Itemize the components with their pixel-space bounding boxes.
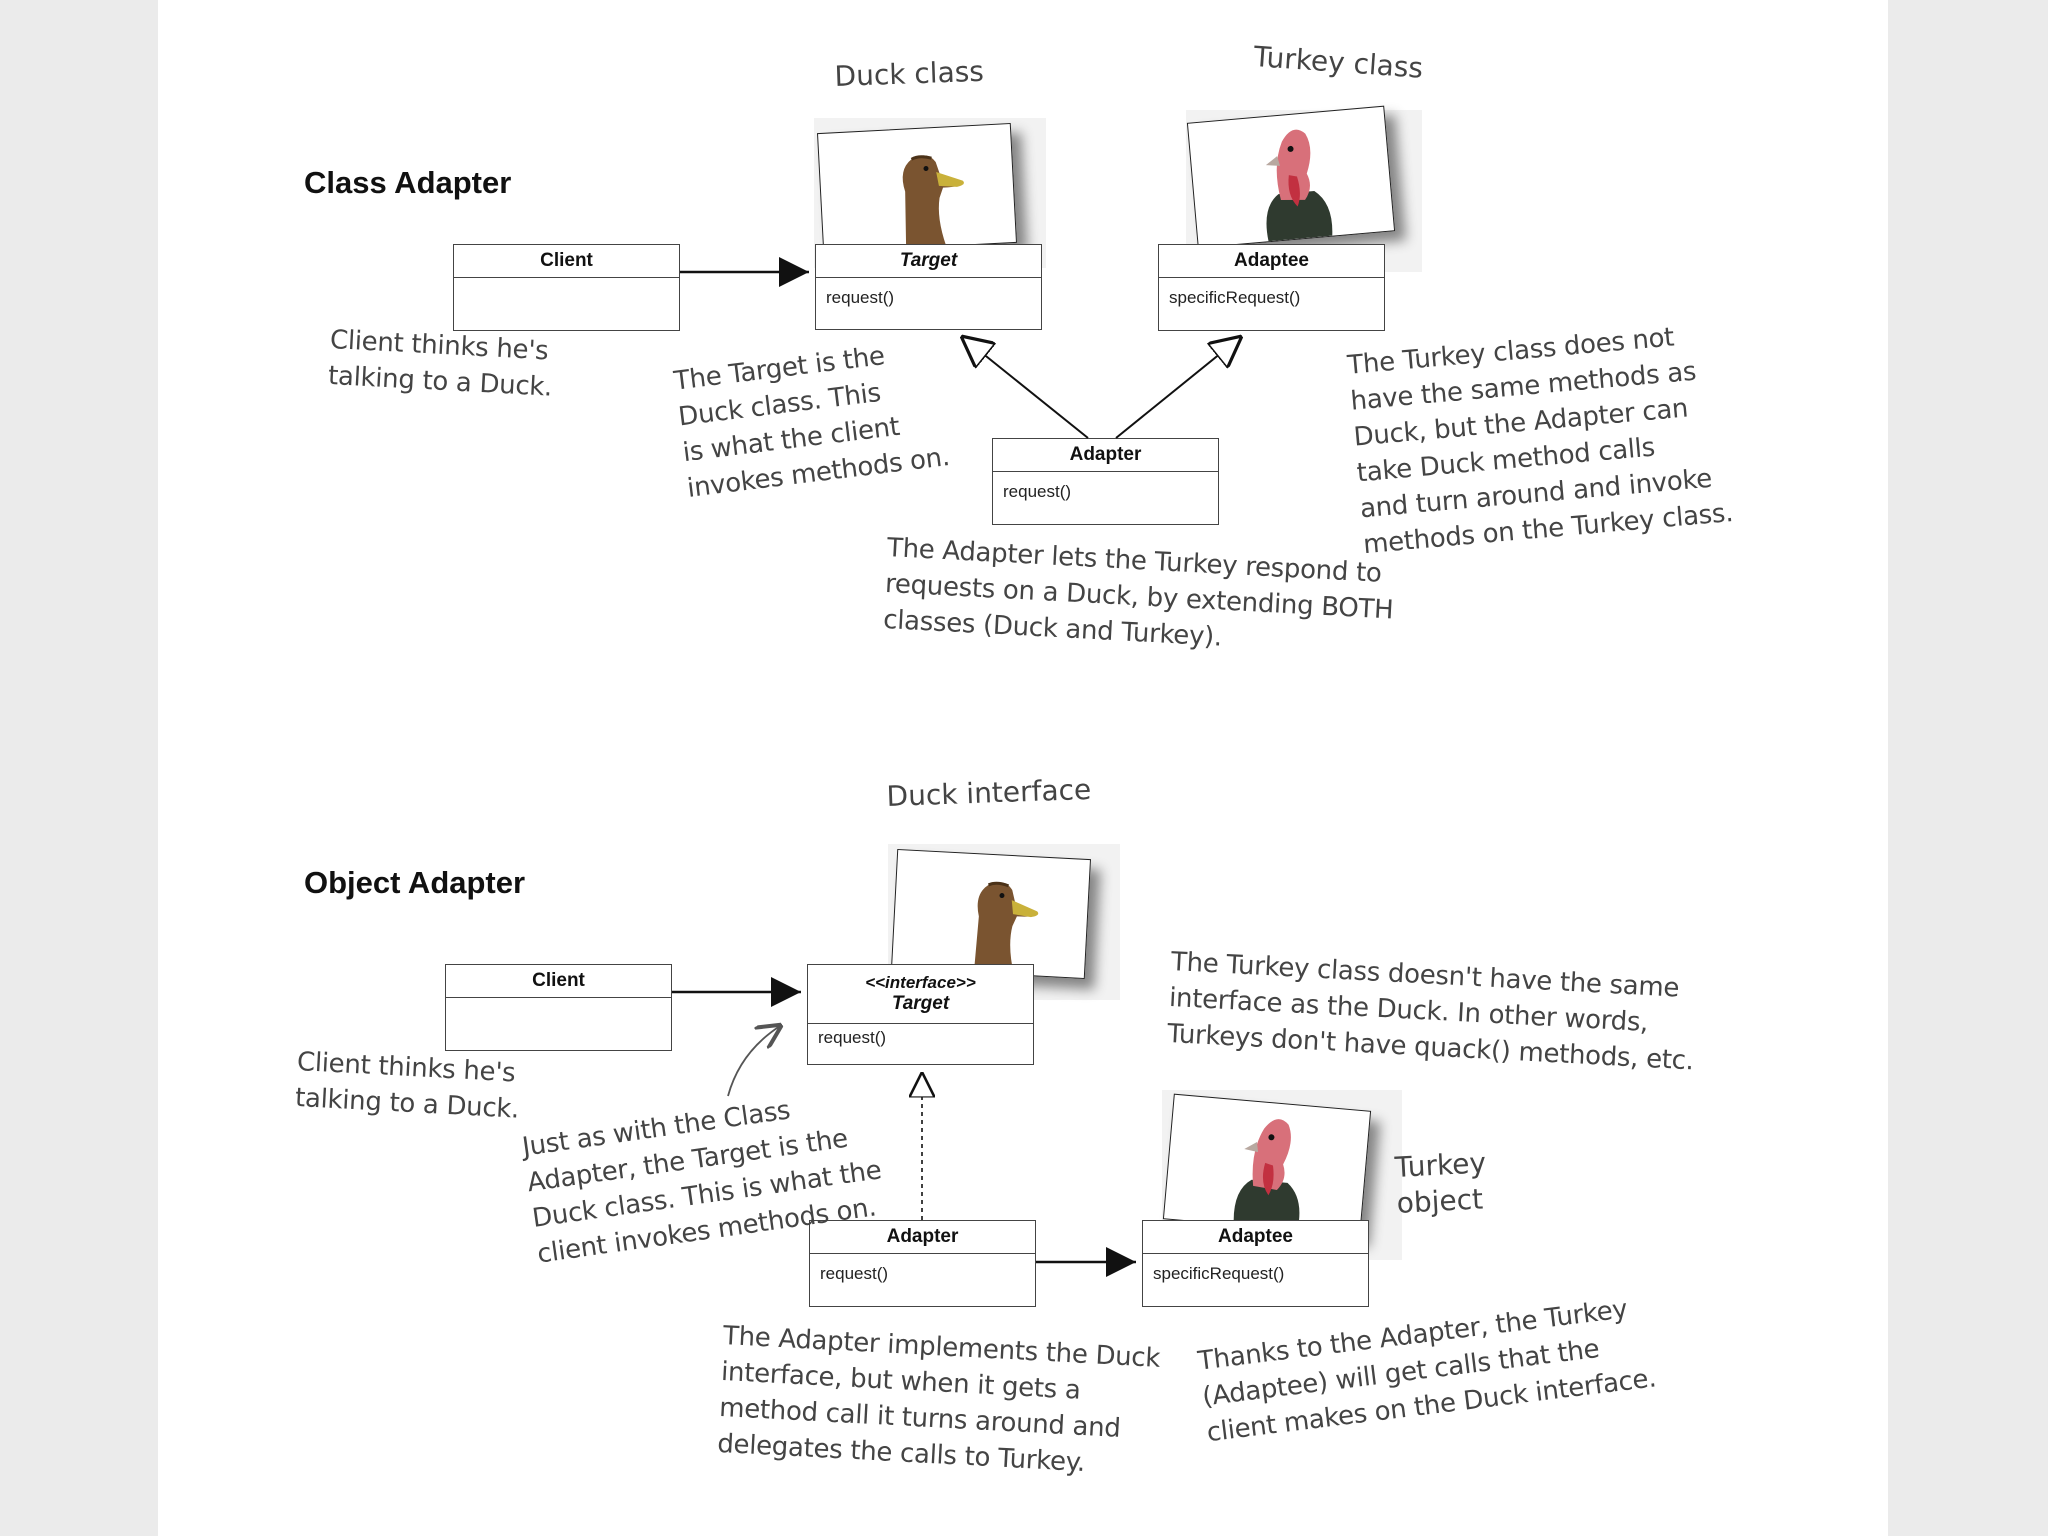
page: Class Adapter Duck class Turkey class Cl… (158, 0, 1888, 1536)
duck-icon (816, 123, 1018, 253)
connectors (672, 257, 1888, 1277)
adaptee-class-name: Adaptee (1143, 1221, 1368, 1254)
client-class: Client (453, 244, 680, 331)
adaptee-class: Adaptee specificRequest() (1142, 1220, 1369, 1307)
duck-icon (890, 849, 1092, 979)
adapter-class: Adapter request() (992, 438, 1219, 525)
adapter-extends-target (961, 336, 1089, 439)
target-interface: <<interface>> Target request() (807, 964, 1034, 1065)
turkey-icon (1186, 105, 1396, 249)
adaptee-method: specificRequest() (1153, 1264, 1285, 1283)
turkey-icon (1162, 1093, 1372, 1237)
adapter-method: request() (1003, 482, 1072, 501)
interface-stereotype: <<interface>> (865, 973, 976, 992)
client-class-name: Client (454, 245, 679, 278)
target-class-name: Target (899, 250, 958, 271)
note-pointer-arrow (727, 1026, 780, 1097)
target-method: request() (818, 1028, 887, 1047)
adaptee-class-name: Adaptee (1159, 245, 1384, 278)
adapter-class-name: Adapter (810, 1221, 1035, 1254)
target-class: Target request() (815, 244, 1042, 330)
adapter-class-name: Adapter (993, 439, 1218, 472)
class-adapter-title: Class Adapter (304, 165, 512, 200)
adaptee-method: specificRequest() (1169, 288, 1301, 307)
client-class: Client (445, 964, 672, 1051)
adapter-method: request() (820, 1264, 889, 1283)
target-interface-name: Target (891, 993, 950, 1014)
adapter-extends-adaptee (1115, 336, 1242, 439)
adaptee-class: Adaptee specificRequest() (1158, 244, 1385, 331)
object-adapter-title: Object Adapter (304, 865, 526, 900)
adapter-class: Adapter request() (809, 1220, 1036, 1307)
client-class-name: Client (446, 965, 671, 998)
target-method: request() (826, 288, 895, 307)
